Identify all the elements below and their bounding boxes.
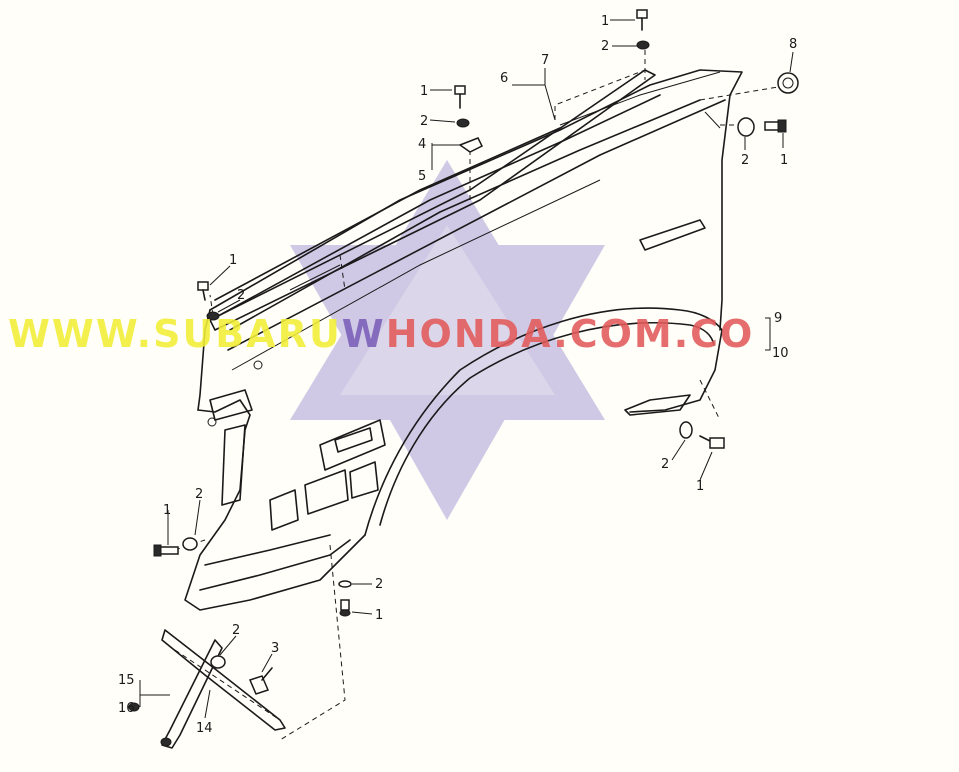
watermark-part1: WWW.SUBARU: [8, 312, 342, 356]
callout-ticks: [139, 19, 794, 719]
callout-2: 2: [741, 153, 749, 168]
bolt-top-right: [636, 9, 650, 50]
callout-7: 7: [541, 53, 549, 68]
callout-15: 15: [118, 673, 135, 688]
bolt-upper-mid: [454, 85, 484, 153]
watermark-part3: HONDA.COM.CO: [385, 312, 755, 356]
callout-3: 3: [271, 641, 279, 656]
callout-1: 1: [601, 14, 609, 29]
bolt-bottom-center: [338, 580, 352, 617]
callout-8: 8: [789, 37, 797, 52]
callout-14: 14: [196, 721, 213, 736]
callout-2: 2: [237, 288, 245, 303]
bolt-front-top: [197, 281, 220, 321]
callout-9: 9: [774, 311, 782, 326]
watermark-url: WWW.SUBARUWHONDA.COM.CO: [8, 312, 953, 356]
bolt-rear-upper: [737, 117, 787, 137]
callout-1: 1: [163, 503, 171, 518]
callout-2: 2: [375, 577, 383, 592]
callout-1: 1: [229, 253, 237, 268]
callout-4: 4: [418, 137, 426, 152]
fasteners: [153, 9, 799, 617]
callout-5: 5: [418, 169, 426, 184]
callout-2: 2: [232, 623, 240, 638]
grommet-8: [777, 72, 799, 94]
callout-2: 2: [195, 487, 203, 502]
fender-panel: [184, 69, 743, 611]
callout-2: 2: [420, 114, 428, 129]
callout-1: 1: [696, 479, 704, 494]
bolt-wheelarch: [679, 421, 725, 449]
callout-1: 1: [780, 153, 788, 168]
callout-16: 16: [118, 701, 135, 716]
callout-10: 10: [772, 346, 789, 361]
callout-2: 2: [661, 457, 669, 472]
callout-6: 6: [500, 71, 508, 86]
callout-1: 1: [420, 84, 428, 99]
callout-2: 2: [601, 39, 609, 54]
lower-bracket: [128, 629, 286, 749]
callout-labels: 1 2 6 7 8 1 2 4 5 2 1 1 2 9 10 2 1 2 1 2…: [118, 14, 797, 736]
watermark-part2: W: [341, 312, 386, 356]
callout-1: 1: [375, 608, 383, 623]
bolt-front-lower: [153, 537, 198, 557]
